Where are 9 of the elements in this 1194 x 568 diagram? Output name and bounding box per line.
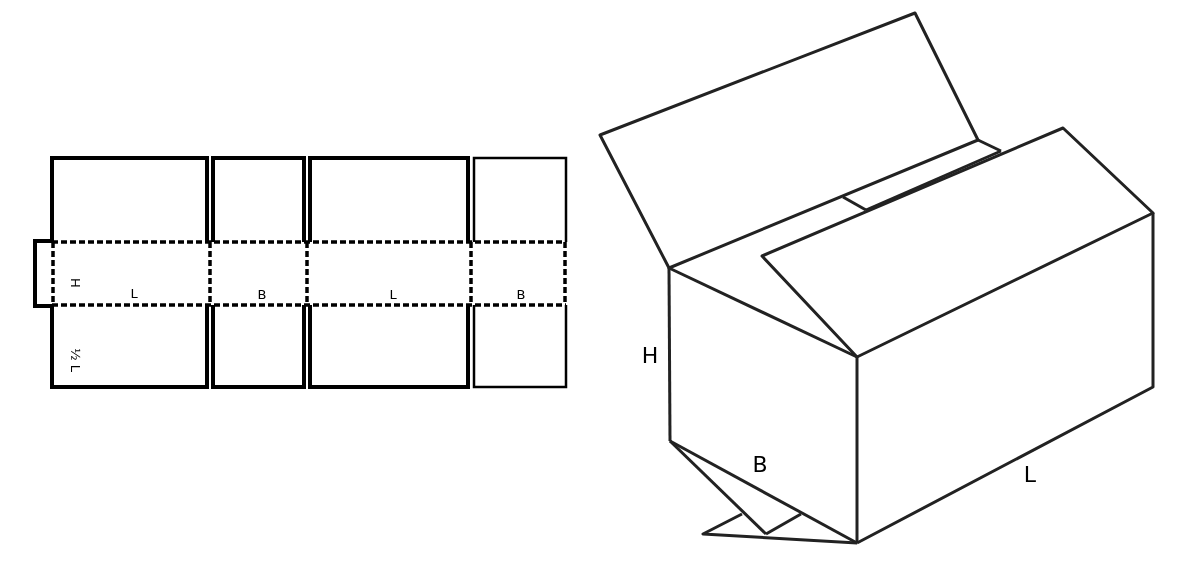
dimension-label: H — [68, 278, 82, 288]
dimension-label: L — [130, 286, 138, 300]
dimension-label: L — [1023, 464, 1037, 486]
dimension-label: ½ L — [68, 348, 82, 372]
dimension-label: L — [389, 287, 397, 301]
dimension-label: B — [516, 287, 526, 301]
dimension-label: B — [752, 454, 768, 476]
dimension-label: B — [257, 287, 267, 301]
dimension-label: H — [641, 345, 659, 367]
